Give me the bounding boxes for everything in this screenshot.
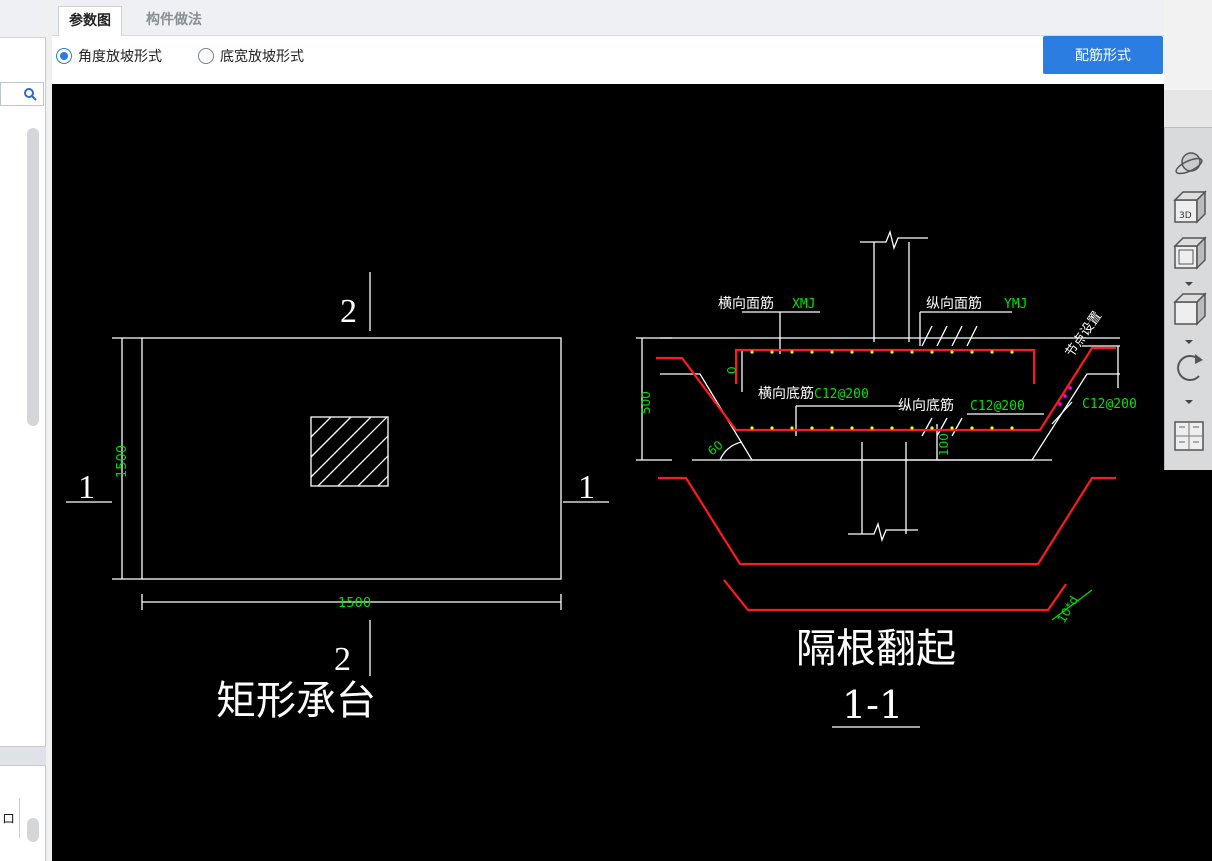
plan-title: 矩形承台 [216, 678, 376, 724]
dim-zero-label: 0 [725, 366, 739, 374]
dim-100-label: 100 [937, 433, 951, 456]
left-panel-bottom-cell [0, 798, 20, 838]
left-panel-bottom-scrollbar[interactable] [27, 818, 39, 842]
right-top-pad [1164, 90, 1212, 128]
radio-width-slope[interactable]: 底宽放坡形式 [198, 46, 304, 66]
label-v-bottom: 纵向底筋 [898, 397, 954, 414]
column-hatch [310, 416, 389, 487]
tab-bar: 参数图 构件做法 [52, 0, 1164, 36]
tab-component-method[interactable]: 构件做法 [146, 11, 202, 27]
hook-label: 10*d [1054, 593, 1081, 625]
grid-settings-icon[interactable] [1169, 416, 1209, 456]
side-dots [1058, 386, 1072, 406]
section-subtitle: 1-1 [842, 683, 903, 727]
dim-500-label: 500 [639, 391, 653, 414]
label-v-top: 纵向面筋 [926, 295, 982, 312]
section-1-left-label: 1 [78, 469, 95, 506]
view-toolbar: 3D [1164, 128, 1212, 470]
cad-drawing: 2 2 1 1 1500 1500 矩形承台 横向面筋 XMJ 纵向面筋 YMJ… [66, 229, 1137, 728]
section-1-right-label: 1 [578, 469, 595, 506]
radio-angle-slope-label: 角度放坡形式 [78, 48, 162, 64]
top-view-icon[interactable] [1169, 234, 1209, 274]
section-title: 隔根翻起 [796, 626, 956, 672]
radio-checked-icon[interactable] [56, 48, 72, 64]
rebar-detail-1 [658, 476, 1116, 566]
options-row: 角度放坡形式 底宽放坡形式 配筋形式 [52, 36, 1164, 84]
cube-view-dropdown-icon[interactable] [1185, 340, 1193, 344]
rebar-form-button[interactable]: 配筋形式 [1043, 36, 1163, 74]
side-label: 节点设置 [1063, 309, 1105, 360]
radio-unchecked-icon[interactable] [198, 48, 214, 64]
top-view-dropdown-icon[interactable] [1185, 282, 1193, 286]
value-h-top: XMJ [792, 297, 815, 312]
column-section [310, 416, 389, 487]
dim-width-label: 1500 [338, 596, 371, 611]
orbit-icon[interactable] [1169, 144, 1209, 184]
left-panel-bottom-text: ロ [2, 812, 16, 827]
left-panel-scrollbar[interactable] [27, 128, 39, 426]
left-panel-splitter[interactable] [0, 746, 46, 766]
side-value: C12@200 [1082, 397, 1137, 412]
rotate-dropdown-icon[interactable] [1185, 400, 1193, 404]
radio-width-slope-label: 底宽放坡形式 [220, 48, 304, 64]
dim-height-label: 1500 [115, 445, 130, 478]
view-3d-icon[interactable]: 3D [1169, 188, 1209, 228]
section-2-bottom-label: 2 [334, 641, 351, 678]
drawing-canvas[interactable]: 2 2 1 1 1500 1500 矩形承台 横向面筋 XMJ 纵向面筋 YMJ… [52, 84, 1164, 861]
label-h-top: 横向面筋 [718, 295, 774, 312]
svg-text:3D: 3D [1179, 211, 1192, 221]
rotate-icon[interactable] [1169, 348, 1209, 388]
bottom-rebar [656, 346, 1116, 432]
cap-outline [141, 337, 562, 580]
rebar-detail-2 [723, 579, 1067, 612]
section-2-top-label: 2 [340, 293, 357, 330]
rebar-dots [750, 350, 1014, 430]
value-h-bottom: C12@200 [814, 387, 869, 402]
tab-parameter-diagram[interactable]: 参数图 [58, 6, 122, 36]
top-rebar [734, 348, 1036, 384]
value-v-bottom: C12@200 [970, 399, 1025, 414]
search-icon[interactable] [23, 87, 37, 101]
label-h-bottom: 横向底筋 [758, 385, 814, 402]
radio-angle-slope[interactable]: 角度放坡形式 [56, 46, 162, 66]
cube-view-icon[interactable] [1169, 290, 1209, 330]
value-v-top: YMJ [1004, 297, 1027, 312]
angle-arc [719, 441, 743, 461]
right-top-blank [1164, 0, 1212, 90]
left-panel-header [0, 0, 46, 38]
search-input[interactable] [0, 82, 44, 106]
right-area: 3D [1164, 0, 1212, 861]
left-panel: ロ [0, 0, 46, 861]
rebar-lines [656, 346, 1116, 612]
